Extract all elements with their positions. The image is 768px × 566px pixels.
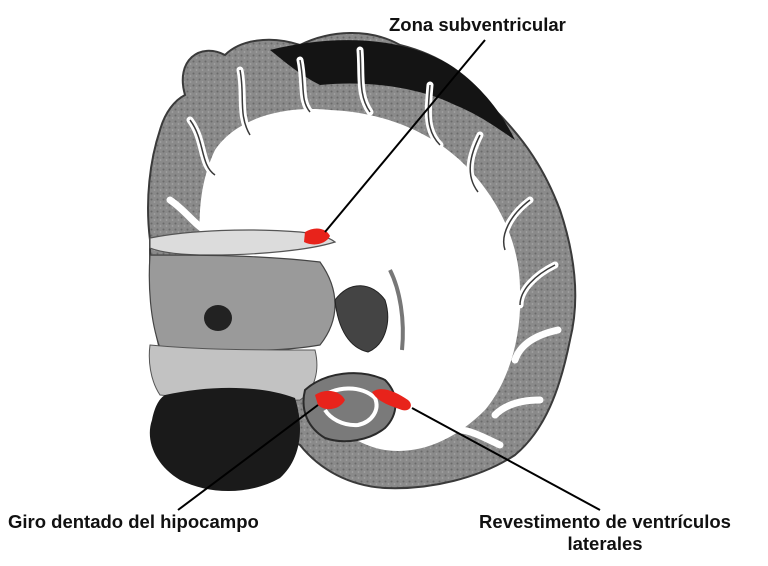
dark-nucleus: [204, 305, 232, 331]
label-ventricle-lining-line2: laterales: [446, 533, 764, 555]
label-ventricle-lining-line1: Revestimento de ventrículos: [446, 511, 764, 533]
label-ventricle-lining: Revestimento de ventrículos laterales: [446, 511, 764, 555]
label-subventricular-zone: Zona subventricular: [389, 14, 566, 36]
thalamus: [149, 255, 335, 351]
label-dentate-gyrus: Giro dentado del hipocampo: [8, 511, 259, 533]
hippocampus: [304, 373, 396, 441]
